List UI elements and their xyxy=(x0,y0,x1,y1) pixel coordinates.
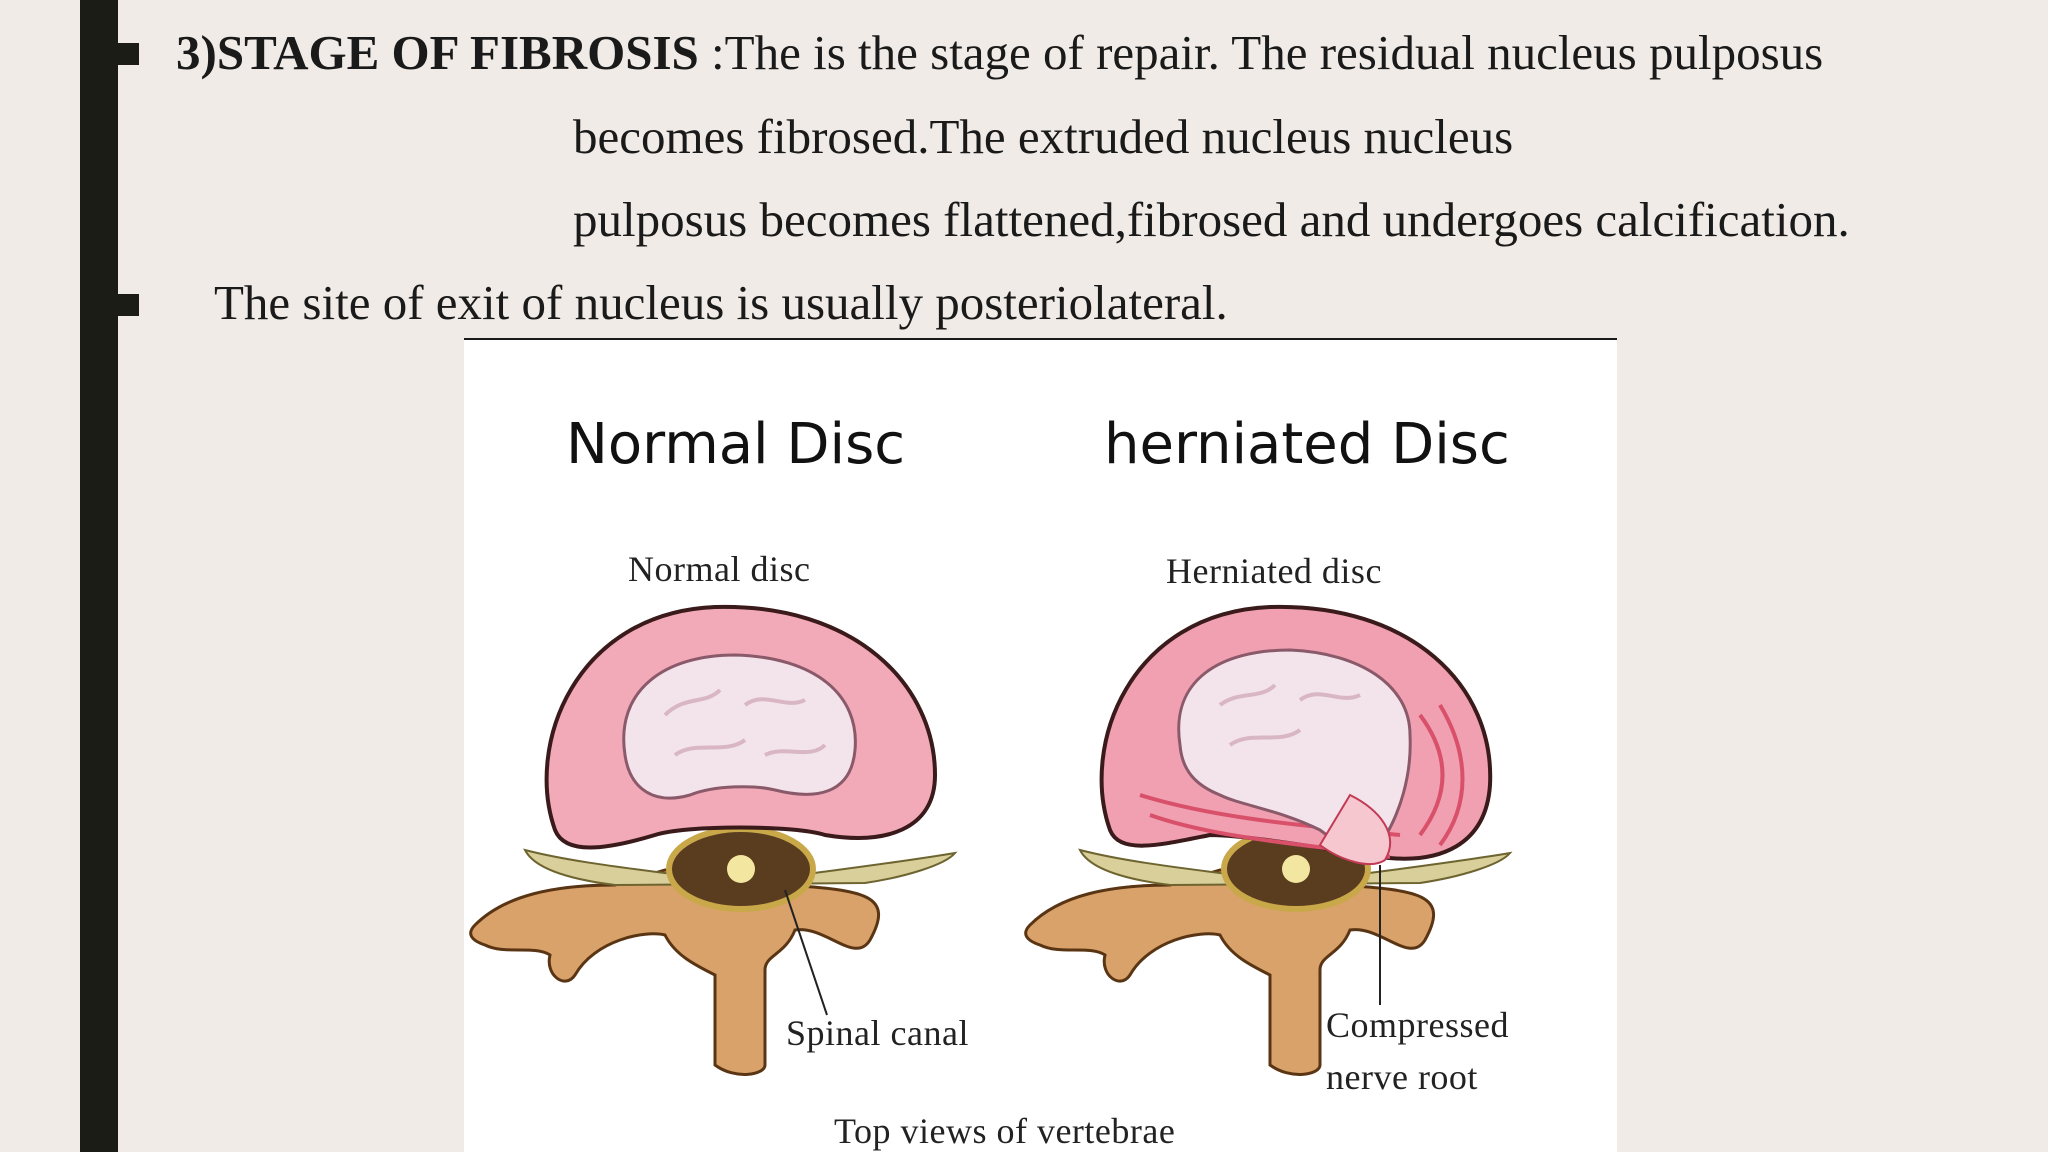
label-herniated-disc: Herniated disc xyxy=(1166,551,1382,591)
body-line-3: pulposus becomes flattened,fibrosed and … xyxy=(573,192,1850,247)
body-bullet-2: The site of exit of nucleus is usually p… xyxy=(214,275,1228,330)
label-nerve-root: nerve root xyxy=(1326,1057,1478,1097)
figure-top-rule xyxy=(464,338,1617,340)
bullet-marker-2 xyxy=(117,294,139,316)
label-normal-disc: Normal disc xyxy=(628,549,811,589)
label-spinal-canal: Spinal canal xyxy=(786,1013,969,1053)
body-line-2: becomes fibrosed.The extruded nucleus nu… xyxy=(573,109,1514,164)
normal-nerve-roots xyxy=(523,848,958,887)
spinal-canal-pointer xyxy=(784,889,828,1016)
normal-disc-nucleus xyxy=(622,653,857,800)
figure-caption: Top views of vertebrae xyxy=(834,1111,1176,1151)
stage-heading: 3)STAGE OF FIBROSIS xyxy=(176,25,699,80)
normal-disc-illustration xyxy=(469,604,958,1076)
label-compressed: Compressed xyxy=(1326,1005,1509,1045)
heading-description: :The is the stage of repair. The residua… xyxy=(698,25,1824,80)
figure-title-herniated: herniated Disc xyxy=(1104,412,1510,477)
extruded-nucleus xyxy=(1318,793,1391,865)
figure-title-normal: Normal Disc xyxy=(566,412,906,477)
normal-vertebra-bone xyxy=(469,868,881,1076)
left-accent-bar xyxy=(80,0,118,1152)
bullet-marker-1 xyxy=(117,43,139,65)
herniated-nerve-roots xyxy=(1078,848,1513,887)
heading-line: 3)STAGE OF FIBROSIS :The is the stage of… xyxy=(176,28,1823,77)
herniated-vertebra-bone xyxy=(1024,868,1436,1076)
herniated-disc-illustration xyxy=(1024,604,1513,1076)
